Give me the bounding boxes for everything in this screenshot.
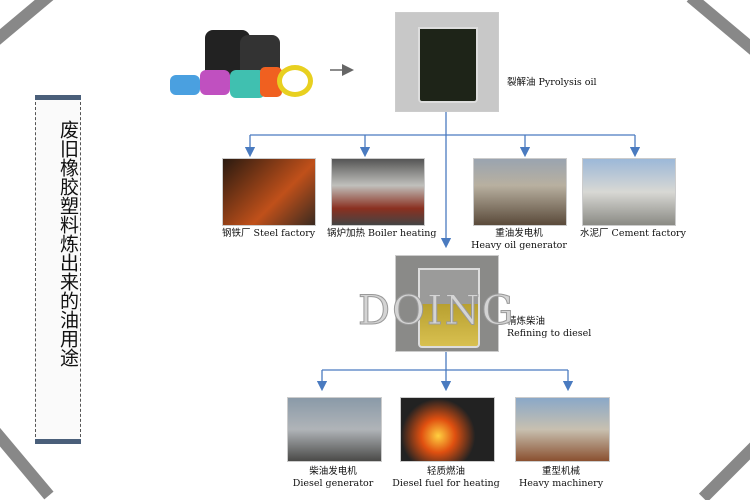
boiler-heating-image xyxy=(331,158,425,226)
watermark: DOING xyxy=(358,288,516,335)
pyrolysis-oil-image xyxy=(395,12,499,112)
diesel-generator-image xyxy=(287,397,382,462)
heavy-machinery-image xyxy=(515,397,610,462)
cement-factory-image xyxy=(582,158,676,226)
diesel-image xyxy=(395,255,499,352)
tires-and-plastics-image xyxy=(165,25,315,105)
steel-factory-image xyxy=(222,158,316,226)
diesel-fuel-heating-image xyxy=(400,397,495,462)
cement-factory-label: 水泥厂 Cement factory xyxy=(580,228,686,239)
side-title-box: 废旧橡胶塑料炼出来的油用途 xyxy=(35,95,81,444)
heavy-oil-generator-image xyxy=(473,158,567,226)
side-title: 废旧橡胶塑料炼出来的油用途 xyxy=(57,120,79,367)
boiler-heating-label: 锅炉加热 Boiler heating xyxy=(327,228,437,239)
pyrolysis-oil-label: 裂解油 Pyrolysis oil xyxy=(507,77,597,88)
steel-factory-label: 钢铁厂 Steel factory xyxy=(222,228,316,239)
